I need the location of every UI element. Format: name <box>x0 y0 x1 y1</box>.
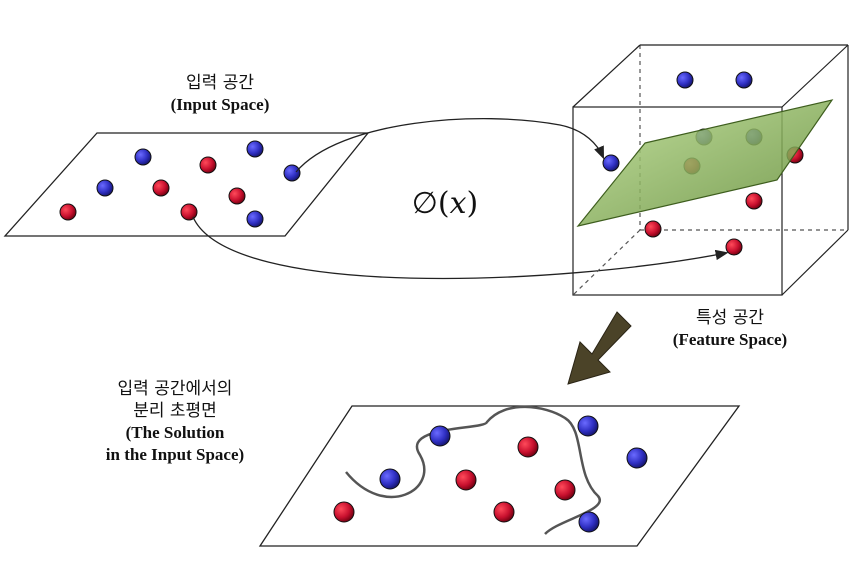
red-point <box>518 437 538 457</box>
blue-point <box>135 149 151 165</box>
input-space-title-ko: 입력 공간 <box>130 72 310 94</box>
red-point <box>456 470 476 490</box>
feature-space-title-en: (Feature Space) <box>630 329 830 351</box>
mapping-function-label: ∅(x) <box>390 186 500 221</box>
blue-point <box>627 448 647 468</box>
red-point <box>334 502 354 522</box>
blue-point <box>579 512 599 532</box>
red-point <box>181 204 197 220</box>
blue-point <box>677 72 693 88</box>
red-point <box>153 180 169 196</box>
solution-plane <box>260 406 739 546</box>
red-point <box>555 480 575 500</box>
blue-point <box>603 155 619 171</box>
blue-point <box>247 211 263 227</box>
red-point <box>645 221 661 237</box>
red-point <box>494 502 514 522</box>
solution-line1-ko: 입력 공간에서의 <box>60 378 290 400</box>
red-point <box>60 204 76 220</box>
blue-point <box>736 72 752 88</box>
solution-line3-en: (The Solution <box>60 422 290 444</box>
red-point <box>726 239 742 255</box>
phi-variable: x <box>450 186 467 221</box>
red-point <box>200 157 216 173</box>
feature-space-label: 특성 공간 (Feature Space) <box>630 307 830 351</box>
solution-line4-en: in the Input Space) <box>60 444 290 466</box>
blue-point <box>247 141 263 157</box>
phi-symbol: ∅ <box>412 186 438 221</box>
blue-point <box>430 426 450 446</box>
blue-point <box>97 180 113 196</box>
blue-point <box>380 469 400 489</box>
blue-point <box>578 416 598 436</box>
solution-label: 입력 공간에서의 분리 초평면 (The Solution in the Inp… <box>60 378 290 466</box>
input-space-label: 입력 공간 (Input Space) <box>130 72 310 116</box>
input-space-title-en: (Input Space) <box>130 94 310 116</box>
input-space-plane <box>5 133 368 236</box>
blue-point <box>284 165 300 181</box>
big-down-arrow <box>568 312 631 384</box>
red-point <box>746 193 762 209</box>
feature-space-title-ko: 특성 공간 <box>630 307 830 329</box>
red-point <box>229 188 245 204</box>
phi-open-paren: ( <box>438 186 450 221</box>
solution-line2-ko: 분리 초평면 <box>60 400 290 422</box>
phi-close-paren: ) <box>467 186 479 221</box>
